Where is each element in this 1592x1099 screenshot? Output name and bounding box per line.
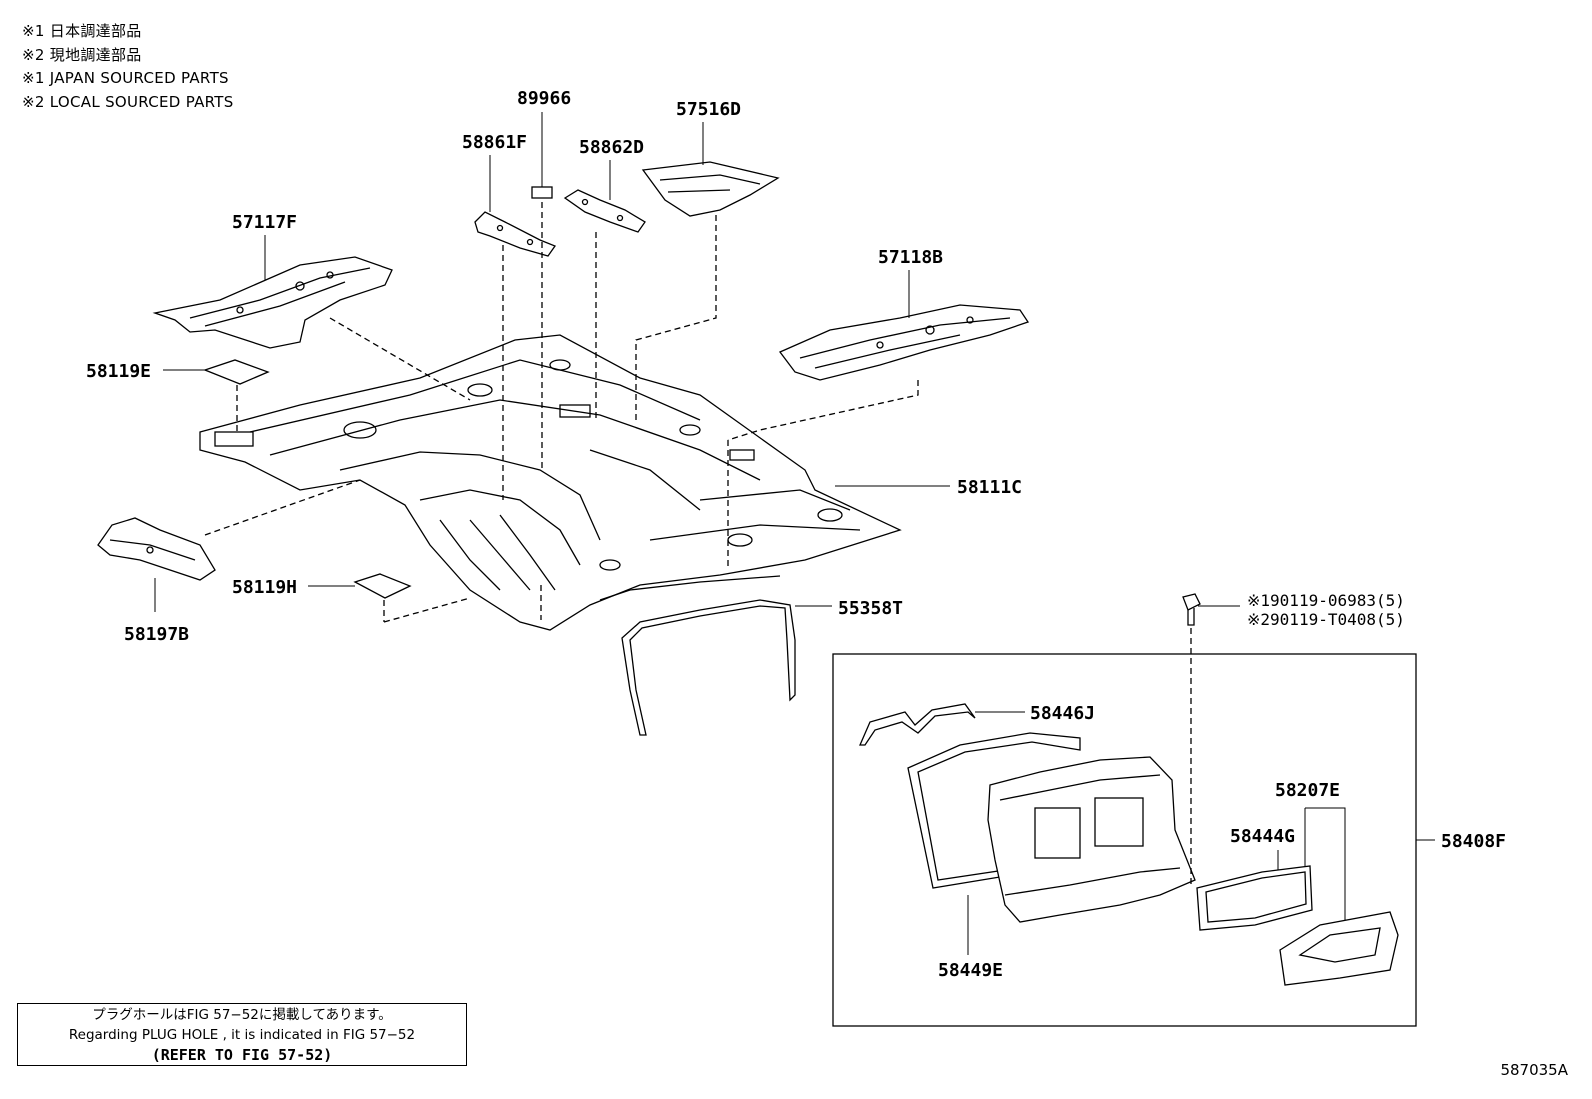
reinforcement-57117f xyxy=(152,256,393,349)
bolt-90119 xyxy=(1182,593,1201,626)
figure-id: 587035A xyxy=(1500,1061,1568,1079)
part-57118b[interactable]: 57118B xyxy=(878,247,943,268)
bolt-ref-1[interactable]: ※190119-06983(5) xyxy=(1247,591,1405,610)
gasket-58444g xyxy=(1196,865,1313,931)
part-58861f[interactable]: 58861F xyxy=(462,132,527,153)
plate-58207e xyxy=(1279,911,1399,986)
part-57516d[interactable]: 57516D xyxy=(676,99,741,120)
part-55358t[interactable]: 55358T xyxy=(838,598,903,619)
legend-line-4: ※2 LOCAL SOURCED PARTS xyxy=(22,92,234,111)
weatherstrip-55358t xyxy=(621,599,796,736)
part-58119e[interactable]: 58119E xyxy=(86,361,151,382)
legend-line-2: ※2 現地調達部品 xyxy=(22,45,142,64)
part-57117f[interactable]: 57117F xyxy=(232,212,297,233)
plate-58119e xyxy=(203,359,270,385)
part-58207e[interactable]: 58207E xyxy=(1275,780,1340,801)
note-refer-link[interactable]: (REFER TO FIG 57-52) xyxy=(151,1046,333,1064)
bolt-ref-2[interactable]: ※290119-T0408(5) xyxy=(1247,610,1405,629)
cover-panel-58408f xyxy=(987,756,1196,923)
part-58111c[interactable]: 58111C xyxy=(957,477,1022,498)
part-labels: 89966 57516D 58861F 58862D 57117F 57118B… xyxy=(86,88,1506,981)
note-jp: プラグホールはFIG 57−52に掲載してあります。 xyxy=(92,1007,392,1023)
note-en: Regarding PLUG HOLE , it is indicated in… xyxy=(68,1027,416,1043)
floor-pan-58111c xyxy=(199,334,902,631)
part-89966[interactable]: 89966 xyxy=(517,88,571,109)
clip-89966 xyxy=(531,186,553,199)
plug-hole-note: プラグホールはFIG 57−52に掲載してあります。 Regarding PLU… xyxy=(17,1003,467,1066)
leader-lines xyxy=(154,112,1435,955)
bracket-58862d xyxy=(563,189,646,233)
assembly-lines xyxy=(204,202,1192,885)
sourcing-legend: ※1 日本調達部品 ※2 現地調達部品 ※1 JAPAN SOURCED PAR… xyxy=(22,20,234,114)
legend-line-1: ※1 日本調達部品 xyxy=(22,22,142,40)
retainer-58446j xyxy=(859,703,976,746)
part-58862d[interactable]: 58862D xyxy=(579,137,644,158)
cover-58197b xyxy=(97,517,216,581)
reinforcement-57118b xyxy=(778,304,1030,381)
bracket-57516d xyxy=(641,161,780,217)
part-58119h[interactable]: 58119H xyxy=(232,577,297,598)
part-58446j[interactable]: 58446J xyxy=(1030,703,1095,724)
part-58444g[interactable]: 58444G xyxy=(1230,826,1295,847)
part-58408f[interactable]: 58408F xyxy=(1441,831,1506,852)
bracket-58861f xyxy=(474,211,557,257)
legend-line-3: ※1 JAPAN SOURCED PARTS xyxy=(22,69,229,87)
plate-58119h xyxy=(353,573,412,599)
part-58449e[interactable]: 58449E xyxy=(938,960,1003,981)
part-58197b[interactable]: 58197B xyxy=(124,624,189,645)
